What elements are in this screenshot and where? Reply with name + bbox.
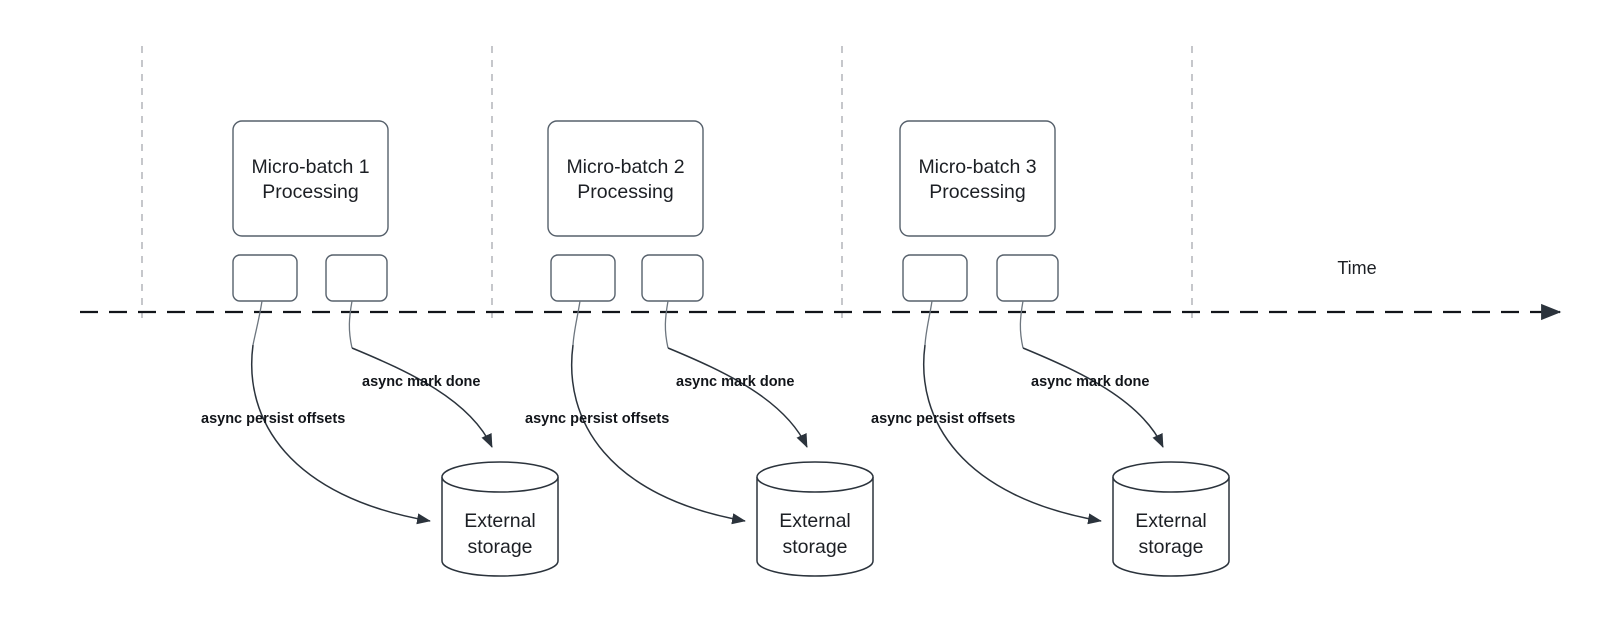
- external-storage-1[interactable]: External storage: [441, 461, 559, 577]
- edge-async-persist-offsets-2: [571, 344, 746, 525]
- edge-async-mark-done-2: [667, 347, 808, 448]
- external-storage-1-label-line1: External: [464, 510, 536, 532]
- group-3: Micro-batch 3 Processing External storag…: [871, 120, 1230, 577]
- edge-label-async-persist-offsets-3: async persist offsets: [871, 411, 1015, 427]
- external-storage-3[interactable]: External storage: [1112, 461, 1230, 577]
- edge-label-async-mark-done-3: async mark done: [1031, 374, 1149, 390]
- micro-batch-3-label-line2: Processing: [929, 181, 1025, 203]
- micro-batch-3-process-box[interactable]: [899, 120, 1056, 237]
- task-2b-stem: [664, 300, 669, 349]
- external-storage-2-label-line2: storage: [782, 536, 847, 558]
- time-axis-label: Time: [1337, 258, 1376, 278]
- micro-batch-1-process-box[interactable]: [232, 120, 389, 237]
- edge-label-async-persist-offsets-1: async persist offsets: [201, 411, 345, 427]
- micro-batch-3-label-line1: Micro-batch 3: [918, 156, 1036, 178]
- external-storage-3-label-line2: storage: [1138, 536, 1203, 558]
- micro-batch-2-process-box[interactable]: [547, 120, 704, 237]
- edge-label-async-mark-done-2: async mark done: [676, 374, 794, 390]
- external-storage-1-body: [441, 477, 559, 577]
- micro-batch-1-label-line1: Micro-batch 1: [251, 156, 369, 178]
- external-storage-2[interactable]: External storage: [756, 461, 874, 577]
- tick-lines: [141, 46, 1193, 318]
- task-box-2a[interactable]: [550, 254, 616, 302]
- external-storage-2-top: [756, 461, 874, 493]
- external-storage-2-body: [756, 477, 874, 577]
- task-box-1b[interactable]: [325, 254, 388, 302]
- edge-async-mark-done-3: [1022, 347, 1164, 448]
- external-storage-3-body: [1112, 477, 1230, 577]
- micro-batch-2-label-line2: Processing: [577, 181, 673, 203]
- task-box-3b[interactable]: [996, 254, 1059, 302]
- task-2a-stem: [572, 300, 581, 346]
- group-1: Micro-batch 1 Processing External storag…: [201, 120, 559, 577]
- micro-batch-2-label-line1: Micro-batch 2: [566, 156, 684, 178]
- task-box-3a[interactable]: [902, 254, 968, 302]
- edge-async-persist-offsets-3: [923, 344, 1102, 525]
- edge-label-async-mark-done-1: async mark done: [362, 374, 480, 390]
- edge-label-async-persist-offsets-2: async persist offsets: [525, 411, 669, 427]
- external-storage-1-label-line2: storage: [467, 536, 532, 558]
- group-2: Micro-batch 2 Processing External storag…: [525, 120, 874, 577]
- external-storage-1-top: [441, 461, 559, 493]
- task-box-1a[interactable]: [232, 254, 298, 302]
- edge-async-mark-done-1: [351, 347, 493, 448]
- task-1b-stem: [348, 300, 353, 349]
- external-storage-3-label-line1: External: [1135, 510, 1207, 532]
- task-3a-stem: [924, 300, 933, 346]
- task-box-2b[interactable]: [641, 254, 704, 302]
- task-3b-stem: [1019, 300, 1024, 349]
- time-axis: Time: [80, 258, 1562, 321]
- external-storage-3-top: [1112, 461, 1230, 493]
- external-storage-2-label-line1: External: [779, 510, 851, 532]
- micro-batch-1-label-line2: Processing: [262, 181, 358, 203]
- task-1a-stem: [252, 300, 263, 346]
- edge-async-persist-offsets-1: [251, 344, 431, 525]
